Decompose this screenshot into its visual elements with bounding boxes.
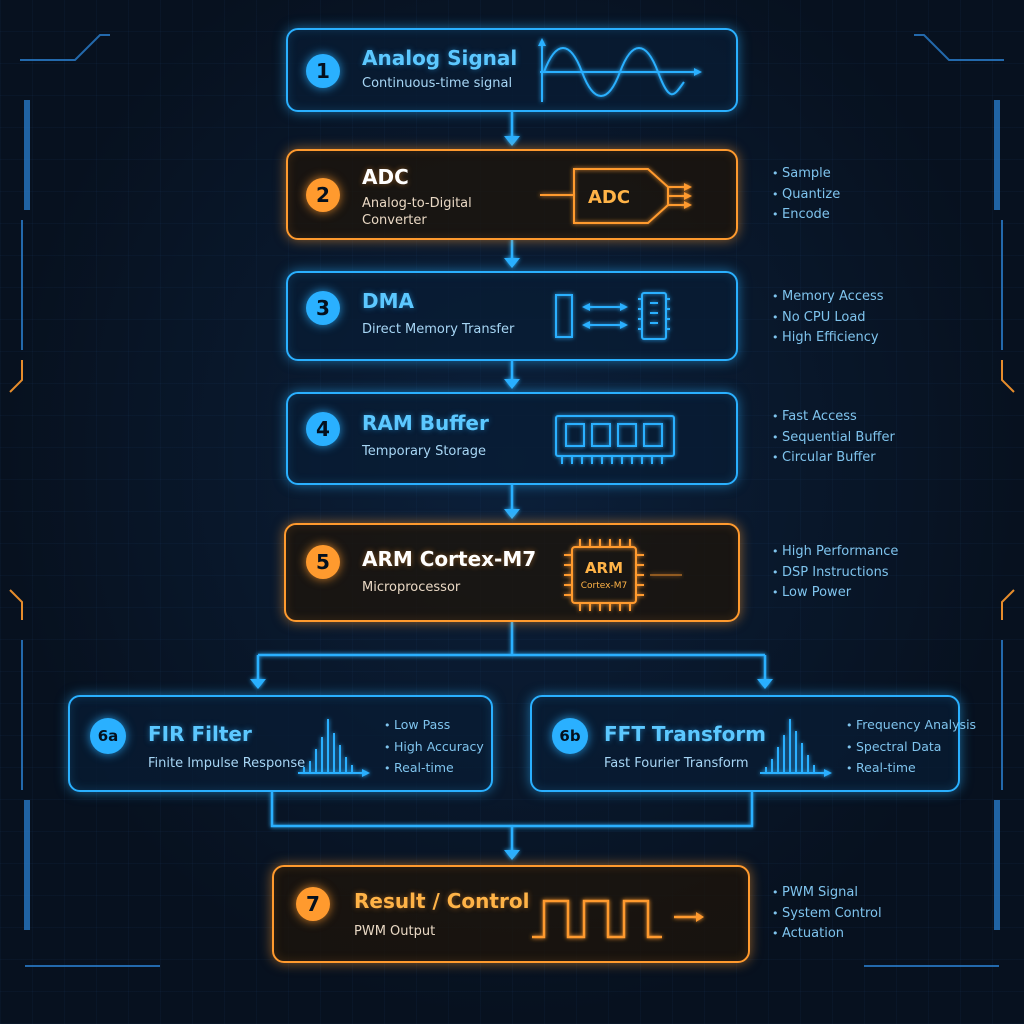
square-wave-icon xyxy=(532,899,704,939)
stage-notes: Low Pass High Accuracy Real-time xyxy=(384,715,484,780)
stage-subtitle-line-1: Analog-to-Digital xyxy=(362,196,472,211)
stage-notes-adc: Sample Quantize Encode xyxy=(772,164,840,226)
frame-accent xyxy=(9,589,23,620)
note-item: Real-time xyxy=(384,758,484,780)
stage-subtitle-line-2: Converter xyxy=(362,213,427,228)
note-item: Encode xyxy=(772,205,840,226)
stage-subtitle: Microprocessor xyxy=(362,580,461,595)
sine-wave-icon xyxy=(538,38,702,102)
stage-notes-ram: Fast Access Sequential Buffer Circular B… xyxy=(772,407,895,469)
note-item: High Performance xyxy=(772,542,898,563)
stage-title: Analog Signal xyxy=(362,46,518,70)
frame-corner xyxy=(20,34,110,61)
stage-title: FIR Filter xyxy=(148,722,252,746)
note-item: PWM Signal xyxy=(772,883,882,904)
note-item: Actuation xyxy=(772,924,882,945)
stage-number: 6b xyxy=(552,718,588,754)
stage-title: ADC xyxy=(362,165,409,189)
stage-subtitle: PWM Output xyxy=(354,924,436,939)
frame-accent xyxy=(1001,360,1015,393)
arrowhead xyxy=(504,379,520,389)
frame-hatch xyxy=(994,100,1000,210)
stage-number: 3 xyxy=(306,291,340,325)
stage-number: 4 xyxy=(306,412,340,446)
note-item: High Efficiency xyxy=(772,328,884,349)
note-item: Real-time xyxy=(846,758,976,780)
memory-transfer-icon xyxy=(555,292,670,340)
frame-hatch xyxy=(24,800,30,930)
stage-adc[interactable]: 2 ADC Analog-to-Digital Converter ADC xyxy=(286,149,738,240)
stage-number: 1 xyxy=(306,54,340,88)
stage-dma[interactable]: 3 DMA Direct Memory Transfer xyxy=(286,271,738,361)
stage-title: Result / Control xyxy=(354,889,530,913)
chip-label-arm: ARM xyxy=(585,559,623,577)
note-item: Frequency Analysis xyxy=(846,715,976,737)
stage-subtitle: Finite Impulse Response xyxy=(148,756,306,771)
stage-notes: Frequency Analysis Spectral Data Real-ti… xyxy=(846,715,976,780)
connector-merge-7 xyxy=(270,792,754,856)
chip-label-model: Cortex-M7 xyxy=(581,581,627,591)
stage-title: ARM Cortex-M7 xyxy=(362,547,537,571)
note-item: No CPU Load xyxy=(772,308,884,329)
frame-corner xyxy=(914,34,1004,61)
arrowhead xyxy=(504,509,520,519)
note-item: DSP Instructions xyxy=(772,563,898,584)
stage-subtitle: Fast Fourier Transform xyxy=(604,756,749,771)
adc-block-icon: ADC xyxy=(540,168,692,224)
stage-title: FFT Transform xyxy=(604,722,767,746)
stage-number: 7 xyxy=(296,887,330,921)
note-item: Low Pass xyxy=(384,715,484,737)
stage-subtitle: Temporary Storage xyxy=(362,444,486,459)
stage-fir-filter[interactable]: 6a FIR Filter Finite Impulse Response Lo… xyxy=(68,695,493,792)
note-item: Spectral Data xyxy=(846,737,976,759)
arrowhead xyxy=(504,136,520,146)
note-item: Memory Access xyxy=(772,287,884,308)
stage-title: DMA xyxy=(362,289,414,313)
stage-number: 5 xyxy=(306,545,340,579)
frame-accent xyxy=(9,360,23,393)
chip-icon: ARM Cortex-M7 xyxy=(564,539,682,611)
note-item: System Control xyxy=(772,904,882,925)
stage-notes-result: PWM Signal System Control Actuation xyxy=(772,883,882,945)
frame-hatch xyxy=(24,100,30,210)
arrowhead xyxy=(250,679,266,689)
stage-analog-signal[interactable]: 1 Analog Signal Continuous-time signal xyxy=(286,28,738,112)
connector-5-split xyxy=(256,622,767,685)
adc-icon-label: ADC xyxy=(588,187,630,208)
arrowhead xyxy=(504,850,520,860)
frame-hatch xyxy=(994,800,1000,930)
stage-fft-transform[interactable]: 6b FFT Transform Fast Fourier Transform … xyxy=(530,695,976,792)
stage-title: RAM Buffer xyxy=(362,411,489,435)
stage-number: 6a xyxy=(90,718,126,754)
stage-notes-arm: High Performance DSP Instructions Low Po… xyxy=(772,542,898,604)
note-item: Low Power xyxy=(772,583,898,604)
note-item: Quantize xyxy=(772,185,840,206)
ram-module-icon xyxy=(555,415,675,464)
arrowhead xyxy=(757,679,773,689)
arrowhead xyxy=(504,258,520,268)
stage-notes-dma: Memory Access No CPU Load High Efficienc… xyxy=(772,287,884,349)
note-item: Sequential Buffer xyxy=(772,428,895,449)
note-item: High Accuracy xyxy=(384,737,484,759)
note-item: Circular Buffer xyxy=(772,448,895,469)
spectrum-bars-icon xyxy=(760,719,832,777)
note-item: Sample xyxy=(772,164,840,185)
stage-subtitle: Direct Memory Transfer xyxy=(362,322,515,337)
spectrum-bars-icon xyxy=(298,719,370,777)
stage-subtitle: Continuous-time signal xyxy=(362,76,513,91)
stage-arm-cortex[interactable]: 5 ARM Cortex-M7 Microprocessor ARM Corte… xyxy=(284,523,740,622)
note-item: Fast Access xyxy=(772,407,895,428)
stage-result-control[interactable]: 7 Result / Control PWM Output xyxy=(272,865,750,963)
stage-number: 2 xyxy=(306,178,340,212)
frame-accent xyxy=(1001,589,1015,620)
stage-ram-buffer[interactable]: 4 RAM Buffer Temporary Storage xyxy=(286,392,738,485)
